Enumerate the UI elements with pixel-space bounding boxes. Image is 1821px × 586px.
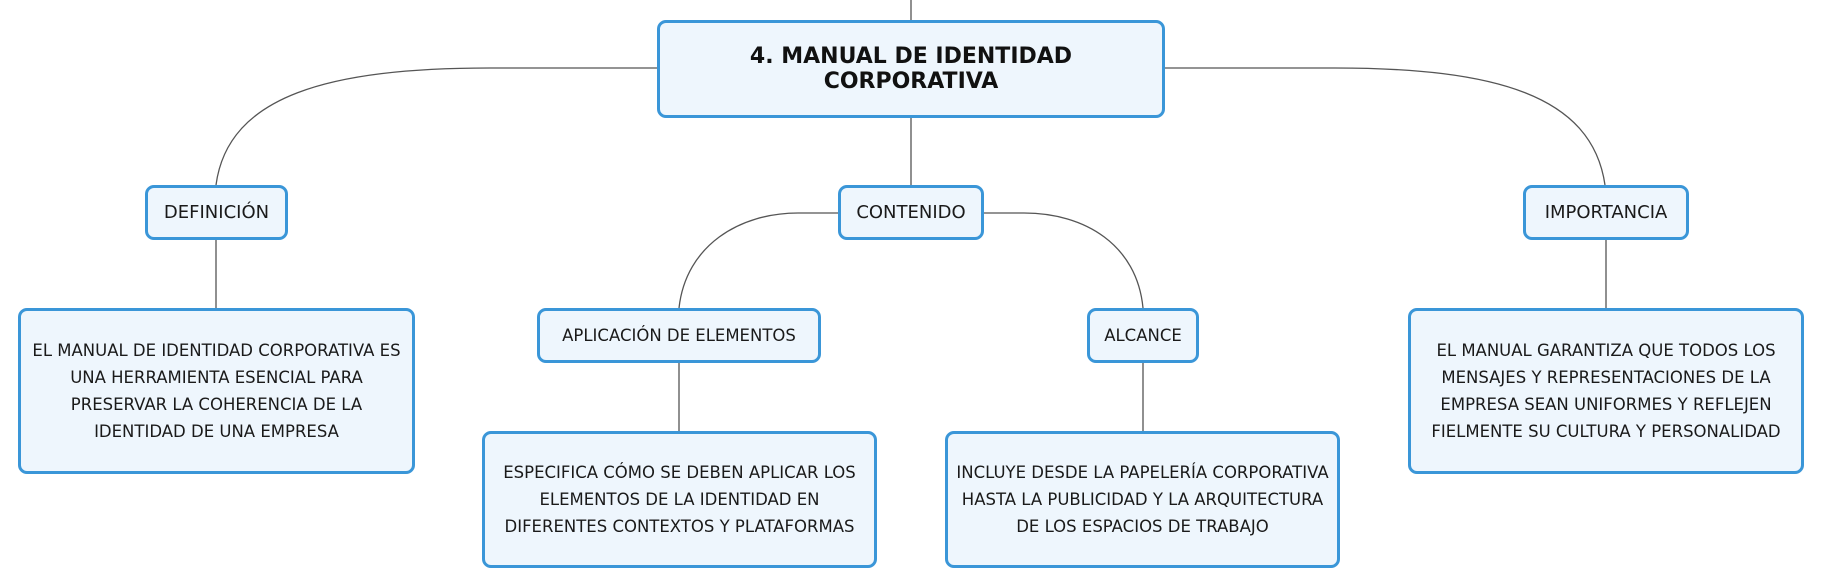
detail-aplicacion-node[interactable]: ESPECIFICA CÓMO SE DEBEN APLICAR LOS ELE…	[482, 431, 877, 568]
topic-importancia-label: IMPORTANCIA	[1544, 202, 1668, 223]
detail-line: UNA HERRAMIENTA ESENCIAL PARA	[70, 368, 363, 387]
detail-line: HASTA LA PUBLICIDAD Y LA ARQUITECTURA	[961, 490, 1324, 509]
topic-definicion-label: DEFINICIÓN	[163, 202, 270, 223]
topic-contenido-label: CONTENIDO	[856, 202, 966, 223]
root-topic-label: 4. MANUAL DE IDENTIDAD CORPORATIVA	[749, 44, 1073, 94]
detail-line: IDENTIDAD DE UNA EMPRESA	[94, 422, 339, 441]
subtopic-aplicacion-node[interactable]: APLICACIÓN DE ELEMENTOS	[537, 308, 821, 363]
detail-line: ESPECIFICA CÓMO SE DEBEN APLICAR LOS	[503, 463, 856, 482]
connector-contenido-aplicacion	[678, 212, 838, 309]
detail-line: DIFERENTES CONTEXTOS Y PLATAFORMAS	[504, 517, 855, 536]
detail-line: DE LOS ESPACIOS DE TRABAJO	[1016, 517, 1269, 536]
detail-line: EMPRESA SEAN UNIFORMES Y REFLEJEN	[1440, 395, 1772, 414]
detail-line: ELEMENTOS DE LA IDENTIDAD EN	[539, 490, 820, 509]
topic-definicion-node[interactable]: DEFINICIÓN	[145, 185, 288, 240]
subtopic-alcance-label: ALCANCE	[1104, 326, 1182, 345]
connector-root-importancia	[1165, 67, 1606, 186]
detail-line: INCLUYE DESDE LA PAPELERÍA CORPORATIVA	[956, 463, 1329, 482]
detail-importancia-node[interactable]: EL MANUAL GARANTIZA QUE TODOS LOS MENSAJ…	[1408, 308, 1804, 474]
connector-root-definicion	[215, 67, 657, 186]
detail-importancia-text: EL MANUAL GARANTIZA QUE TODOS LOS MENSAJ…	[1431, 337, 1780, 445]
detail-line: MENSAJES Y REPRESENTACIONES DE LA	[1441, 368, 1771, 387]
detail-line: EL MANUAL DE IDENTIDAD CORPORATIVA ES	[32, 341, 401, 360]
subtopic-aplicacion-label: APLICACIÓN DE ELEMENTOS	[562, 326, 796, 345]
topic-contenido-node[interactable]: CONTENIDO	[838, 185, 984, 240]
detail-definicion-node[interactable]: EL MANUAL DE IDENTIDAD CORPORATIVA ES UN…	[18, 308, 415, 474]
connector-contenido-alcance	[984, 212, 1144, 309]
detail-line: FIELMENTE SU CULTURA Y PERSONALIDAD	[1431, 422, 1781, 441]
detail-line: PRESERVAR LA COHERENCIA DE LA	[70, 395, 363, 414]
detail-definicion-text: EL MANUAL DE IDENTIDAD CORPORATIVA ES UN…	[32, 337, 400, 445]
detail-aplicacion-text: ESPECIFICA CÓMO SE DEBEN APLICAR LOS ELE…	[503, 459, 856, 540]
subtopic-alcance-node[interactable]: ALCANCE	[1087, 308, 1199, 363]
detail-alcance-node[interactable]: INCLUYE DESDE LA PAPELERÍA CORPORATIVA H…	[945, 431, 1340, 568]
root-topic-node[interactable]: 4. MANUAL DE IDENTIDAD CORPORATIVA	[657, 20, 1165, 118]
topic-importancia-node[interactable]: IMPORTANCIA	[1523, 185, 1689, 240]
detail-line: EL MANUAL GARANTIZA QUE TODOS LOS	[1436, 341, 1776, 360]
detail-alcance-text: INCLUYE DESDE LA PAPELERÍA CORPORATIVA H…	[956, 459, 1328, 540]
